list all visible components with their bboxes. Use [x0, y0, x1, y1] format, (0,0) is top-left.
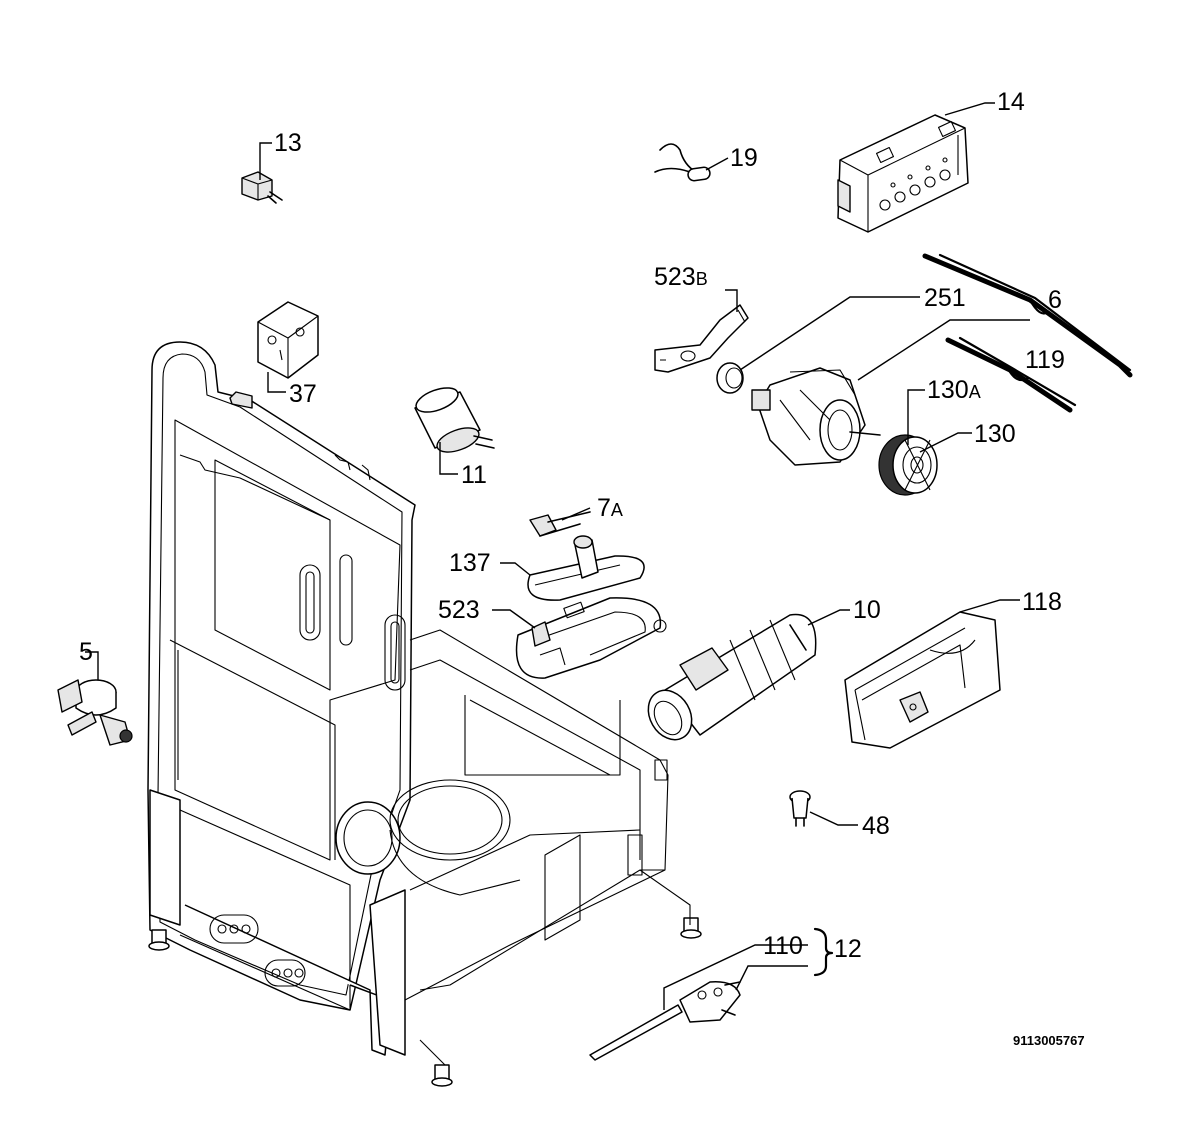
- callout-523b-suffix: B: [695, 269, 708, 289]
- callout-13: 13: [274, 129, 302, 157]
- part-118-dispenser: [844, 611, 1001, 749]
- callout-130a: 130A: [927, 378, 981, 403]
- callout-251: 251: [924, 284, 966, 312]
- part-137-float: [527, 535, 645, 601]
- tub-frame-drawing: [147, 341, 702, 1087]
- callout-137: 137: [449, 549, 491, 577]
- part-13-relay: [241, 171, 283, 204]
- part-523b-bracket: [654, 304, 749, 373]
- callout-5: 5: [79, 638, 93, 666]
- part-14-control-board: [837, 114, 969, 233]
- part-12-sensor-rod: [589, 981, 741, 1061]
- callout-523b-number: 523: [654, 263, 696, 291]
- part-7a-switch: [529, 511, 591, 537]
- callout-523b: 523B: [654, 265, 708, 290]
- callout-523: 523: [438, 596, 480, 624]
- callout-11: 11: [461, 461, 487, 489]
- callout-14: 14: [997, 88, 1025, 116]
- part-10-heater: [647, 613, 817, 741]
- part-19-sensor: [654, 143, 711, 182]
- callout-10: 10: [853, 596, 881, 624]
- callout-110: 110: [763, 932, 803, 960]
- part-251-seal: [716, 362, 744, 394]
- callout-130a-suffix: A: [968, 382, 981, 402]
- part-130-impeller: [878, 434, 938, 496]
- part-523-float-chamber: [515, 597, 667, 679]
- callout-48: 48: [862, 812, 890, 840]
- callout-7a-suffix: A: [610, 500, 623, 520]
- callout-130: 130: [974, 420, 1016, 448]
- drawing-code: 9113005767: [1013, 1033, 1085, 1048]
- part-5-inlet-valve: [57, 679, 133, 746]
- callout-6: 6: [1048, 286, 1062, 314]
- part-6-pump-motor: [751, 367, 881, 466]
- callout-7a-number: 7: [597, 494, 611, 522]
- callout-7a: 7A: [597, 496, 623, 521]
- group-braces: [813, 253, 1133, 977]
- callout-12: 12: [834, 935, 862, 963]
- callout-130a-number: 130: [927, 376, 969, 404]
- leader-lines: [85, 102, 1030, 1010]
- part-37-component: [257, 301, 319, 379]
- callout-37: 37: [289, 380, 317, 408]
- callout-119: 119: [1025, 346, 1065, 374]
- part-48-sensor: [789, 790, 811, 827]
- part-11-capacitor: [414, 387, 495, 453]
- callout-118: 118: [1022, 588, 1062, 616]
- callout-19: 19: [730, 144, 758, 172]
